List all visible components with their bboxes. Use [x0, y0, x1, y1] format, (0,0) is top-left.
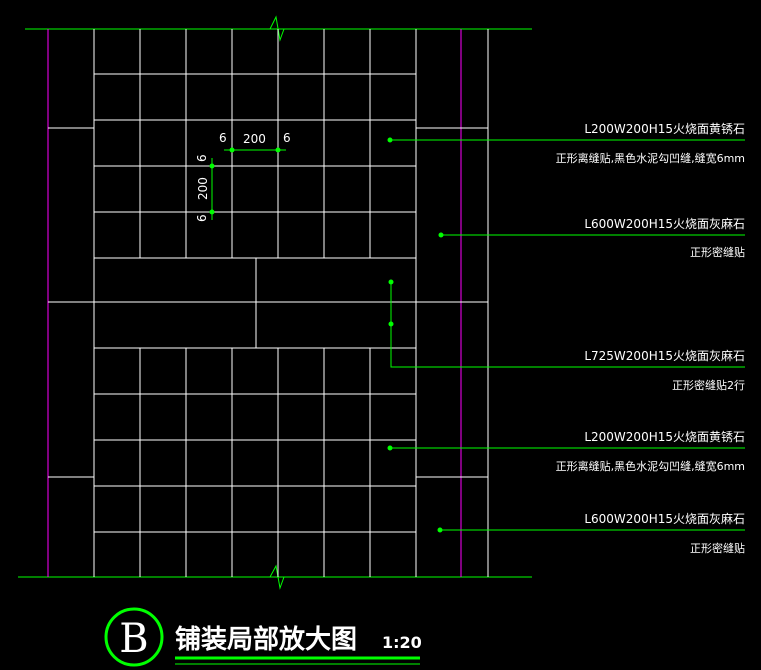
callout-3-title: L725W200H15火烧面灰麻石: [584, 348, 745, 363]
drawing-scale: 1:20: [382, 633, 422, 652]
left-border-strip: [48, 29, 95, 577]
callout-5-subtitle: 正形密缝贴: [690, 541, 745, 555]
top-break-symbol: [269, 15, 285, 42]
title-badge-circle: [104, 607, 164, 667]
dim-tile-height: 200: [196, 177, 210, 200]
leader-lines: [387, 137, 745, 533]
dim-joint-left-bottom: 6: [195, 214, 209, 222]
right-border-strip: [415, 29, 489, 577]
callout-2-title: L600W200H15火烧面灰麻石: [584, 216, 745, 231]
callout-4-title: L200W200H15火烧面黄锈石: [584, 430, 745, 444]
drawing-title: 铺装局部放大图: [175, 624, 357, 655]
dim-tile-width: 200: [243, 132, 266, 146]
callout-1-title: L200W200H15火烧面黄锈石: [584, 122, 745, 136]
callout-3-subtitle: 正形密缝贴2行: [672, 378, 745, 392]
lower-tile-grid: [94, 348, 416, 577]
dim-joint-top-right: 6: [283, 131, 291, 145]
title-badge-letter: B: [119, 616, 148, 662]
dimension-lines: [209, 147, 286, 220]
dim-joint-top: 6: [219, 131, 227, 145]
callout-4-subtitle: 正形离缝贴,黑色水泥勾凹缝,缝宽6mm: [556, 459, 745, 473]
callout-5-title: L600W200H15火烧面灰麻石: [584, 511, 745, 526]
upper-tile-grid: [94, 29, 416, 258]
callout-1-subtitle: 正形离缝贴,黑色水泥勾凹缝,缝宽6mm: [556, 151, 745, 165]
callout-2-subtitle: 正形密缝贴: [690, 245, 745, 259]
middle-granite-band: [94, 257, 416, 349]
dim-joint-left-top: 6: [195, 154, 209, 162]
